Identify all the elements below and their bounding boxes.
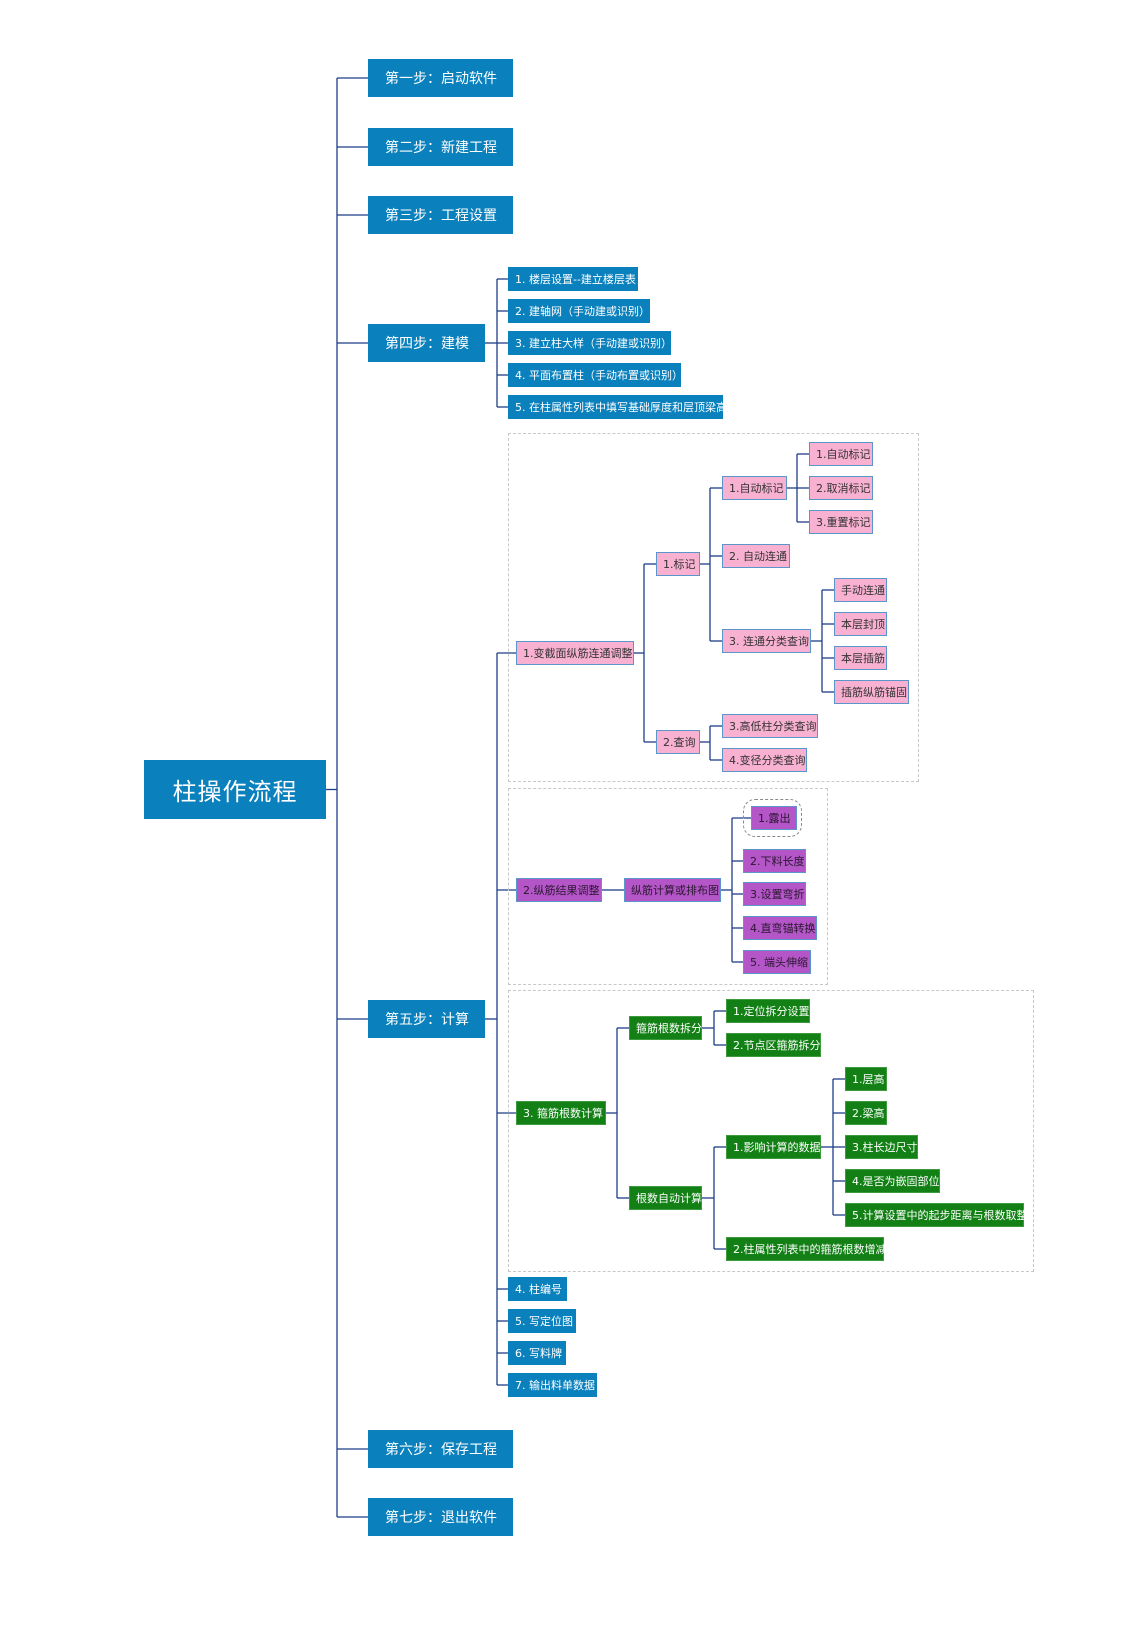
connect-category-query-node[interactable]: 3. 连通分类查询 — [722, 629, 811, 653]
reducing-diameter-query[interactable]: 4.变径分类查询 — [722, 748, 807, 772]
dowel-anchor-option[interactable]: 插筋纵筋锚固 — [834, 680, 909, 704]
column-numbering[interactable]: 4. 柱编号 — [508, 1277, 567, 1301]
start-distance-rounding-option[interactable]: 5.计算设置中的起步距离与根数取整 — [845, 1203, 1028, 1227]
cut-length-option[interactable]: 2.下料长度 — [743, 849, 806, 873]
step-7-exit-software[interactable]: 第七步：退出软件 — [368, 1498, 513, 1536]
embedded-part-option[interactable]: 4.是否为嵌固部位 — [845, 1169, 940, 1193]
step-4-item-floor-setup[interactable]: 1. 楼层设置--建立楼层表 — [508, 267, 638, 291]
beam-height-option[interactable]: 2.梁高 — [845, 1101, 887, 1125]
root-topic[interactable]: 柱操作流程 — [144, 760, 326, 819]
group-frame-variable-section — [508, 433, 919, 782]
rebar-result-adjust[interactable]: 2.纵筋结果调整 — [516, 878, 602, 902]
end-extend-option[interactable]: 5. 端头伸缩 — [743, 950, 811, 974]
position-split-setting[interactable]: 1.定位拆分设置 — [726, 999, 810, 1023]
expose-option[interactable]: 1.露出 — [751, 806, 797, 830]
step-4-item-axis-grid[interactable]: 2. 建轴网（手动建或识别） — [508, 299, 650, 323]
straight-bend-anchor-option[interactable]: 4.直弯锚转换 — [743, 916, 817, 940]
variable-section-rebar-adjust[interactable]: 1.变截面纵筋连通调整 — [516, 641, 634, 665]
auto-mark-node[interactable]: 1.自动标记 — [722, 476, 787, 500]
stirrup-count-adjust-node[interactable]: 2.柱属性列表中的箍筋根数增减 — [726, 1237, 887, 1261]
auto-count-calc[interactable]: 根数自动计算 — [629, 1186, 702, 1210]
step-5-calculation[interactable]: 第五步：计算 — [368, 1000, 485, 1038]
step-6-save-project[interactable]: 第六步：保存工程 — [368, 1430, 513, 1468]
group-frame-stirrup-count — [508, 990, 1034, 1272]
floor-height-option[interactable]: 1.层高 — [845, 1067, 887, 1091]
floor-cap-option[interactable]: 本层封顶 — [834, 612, 887, 636]
step-4-item-column-layout[interactable]: 4. 平面布置柱（手动布置或识别） — [508, 363, 683, 387]
step-4-item-column-detail[interactable]: 3. 建立柱大样（手动建或识别） — [508, 331, 672, 355]
column-long-side-option[interactable]: 3.柱长边尺寸 — [845, 1135, 918, 1159]
write-material-tag[interactable]: 6. 写料牌 — [508, 1341, 566, 1365]
mark-node[interactable]: 1.标记 — [656, 552, 700, 576]
query-node[interactable]: 2.查询 — [656, 730, 700, 754]
rebar-calc-layout-node[interactable]: 纵筋计算或排布图 — [624, 878, 721, 902]
auto-connect-node[interactable]: 2. 自动连通 — [722, 544, 790, 568]
step-3-project-settings[interactable]: 第三步：工程设置 — [368, 196, 513, 234]
reset-mark-option[interactable]: 3.重置标记 — [809, 510, 873, 534]
step-1-start-software[interactable]: 第一步：启动软件 — [368, 59, 513, 97]
stirrup-count-calc[interactable]: 3. 箍筋根数计算 — [516, 1101, 606, 1125]
step-4-item-attribute-fill[interactable]: 5. 在柱属性列表中填写基础厚度和层顶梁高 — [508, 395, 727, 419]
floor-dowel-option[interactable]: 本层插筋 — [834, 646, 887, 670]
export-material-list[interactable]: 7. 输出料单数据 — [508, 1373, 597, 1397]
selection-ring — [743, 799, 802, 837]
stirrup-count-split[interactable]: 箍筋根数拆分 — [629, 1016, 702, 1040]
auto-mark-option[interactable]: 1.自动标记 — [809, 442, 873, 466]
manual-connect-option[interactable]: 手动连通 — [834, 578, 887, 602]
node-zone-stirrup-split[interactable]: 2.节点区箍筋拆分 — [726, 1033, 821, 1057]
step-2-new-project[interactable]: 第二步：新建工程 — [368, 128, 513, 166]
write-position-map[interactable]: 5. 写定位图 — [508, 1309, 576, 1333]
affecting-data-node[interactable]: 1.影响计算的数据 — [726, 1135, 821, 1159]
group-frame-rebar-result — [508, 788, 828, 985]
step-4-modeling[interactable]: 第四步：建模 — [368, 324, 485, 362]
set-bend-option[interactable]: 3.设置弯折 — [743, 882, 806, 906]
high-low-column-query[interactable]: 3.高低柱分类查询 — [722, 714, 818, 738]
cancel-mark-option[interactable]: 2.取消标记 — [809, 476, 873, 500]
